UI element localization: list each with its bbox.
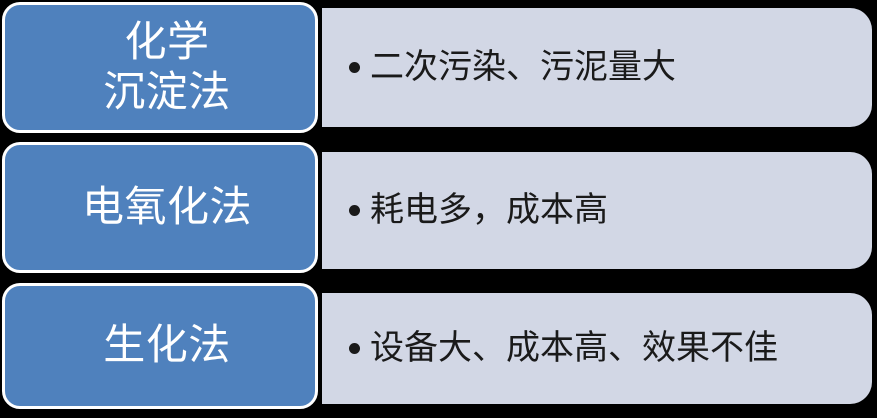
method-label-text-2: 电氧化法: [81, 184, 252, 231]
method-drawback-panel-2[interactable]: 耗电多，成本高: [322, 152, 872, 269]
bullet-item-1: 二次污染、污泥量大: [322, 45, 692, 90]
bullet-dot-icon: [349, 343, 360, 354]
method-label-box-3[interactable]: 生化法: [2, 283, 318, 409]
bullet-dot-icon: [349, 62, 360, 73]
bullet-dot-icon: [349, 205, 360, 216]
method-drawback-text-2: 耗电多，成本高: [370, 192, 608, 229]
bullet-item-2: 耗电多，成本高: [322, 188, 624, 233]
method-label-box-2[interactable]: 电氧化法: [2, 142, 318, 273]
method-label-box-1[interactable]: 化学 沉淀法: [2, 2, 318, 133]
method-drawback-text-3: 设备大、成本高、效果不佳: [370, 330, 778, 367]
bullet-item-3: 设备大、成本高、效果不佳: [322, 326, 794, 371]
method-label-text-1: 化学 沉淀法: [103, 19, 231, 116]
method-drawback-text-1: 二次污染、污泥量大: [370, 49, 676, 86]
method-drawback-panel-1[interactable]: 二次污染、污泥量大: [322, 8, 872, 127]
method-label-text-3: 生化法: [103, 323, 231, 369]
method-drawback-panel-3[interactable]: 设备大、成本高、效果不佳: [322, 293, 872, 404]
